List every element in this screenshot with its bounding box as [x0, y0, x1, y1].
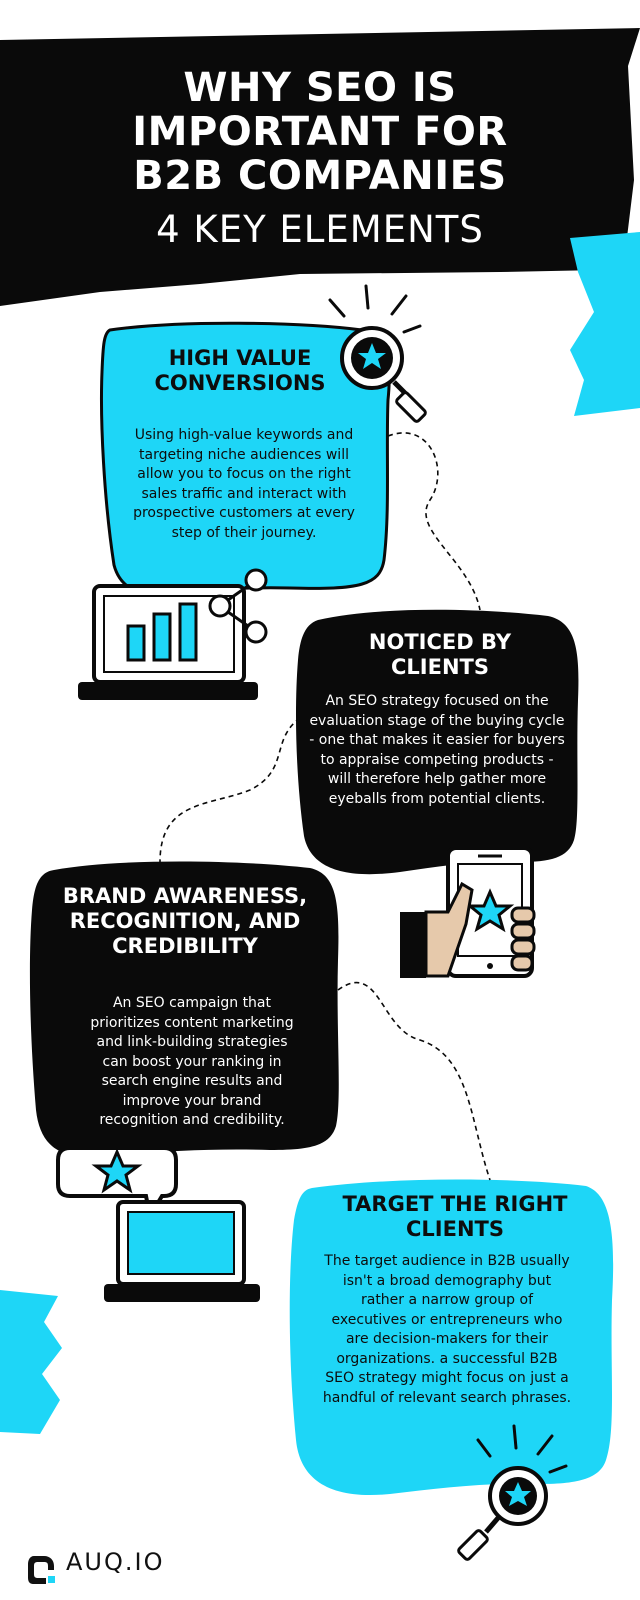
header-band — [0, 28, 640, 306]
auq-logo-icon — [28, 1556, 55, 1584]
card-brand-blob — [29, 861, 339, 1157]
laptop-chart-icon — [78, 568, 268, 700]
card-high-value-title: HIGH VALUE CONVERSIONS — [154, 346, 326, 395]
brand-logo: AUQ.IO — [28, 1548, 164, 1576]
card-noticed-title: NOTICED BY CLIENTS — [368, 630, 512, 679]
card-high-value-text: Using high-value keywords and targeting … — [133, 427, 355, 541]
card-brand-title: BRAND AWARENESS, RECOGNITION, AND CREDIB… — [62, 884, 308, 958]
connector-2 — [159, 717, 301, 863]
magnifier-star-icon-bottom — [457, 1424, 568, 1561]
phone-hand-icon — [400, 846, 536, 978]
header: WHY SEO IS IMPORTANT FOR B2B COMPANIES 4… — [0, 40, 640, 252]
laptop-review-icon — [56, 1146, 260, 1302]
connector-1 — [387, 432, 481, 611]
card-brand-text: An SEO campaign that prioritizes content… — [90, 995, 294, 1128]
card-target-text: The target audience in B2B usually isn't… — [322, 1253, 572, 1406]
magnifier-star-icon — [328, 284, 427, 423]
card-noticed-blob — [296, 609, 579, 875]
decorative-flag-left — [0, 1290, 62, 1434]
page-title: WHY SEO IS IMPORTANT FOR B2B COMPANIES — [132, 65, 508, 199]
card-target-blob — [289, 1179, 614, 1496]
page-subtitle: 4 KEY ELEMENTS — [156, 208, 484, 251]
decorative-flag-right — [570, 232, 640, 416]
brand-logo-text: AUQ.IO — [66, 1548, 165, 1576]
card-target-title: TARGET THE RIGHT CLIENTS — [342, 1192, 568, 1241]
card-noticed-text: An SEO strategy focused on the evaluatio… — [309, 693, 565, 807]
connector-3 — [337, 981, 491, 1181]
